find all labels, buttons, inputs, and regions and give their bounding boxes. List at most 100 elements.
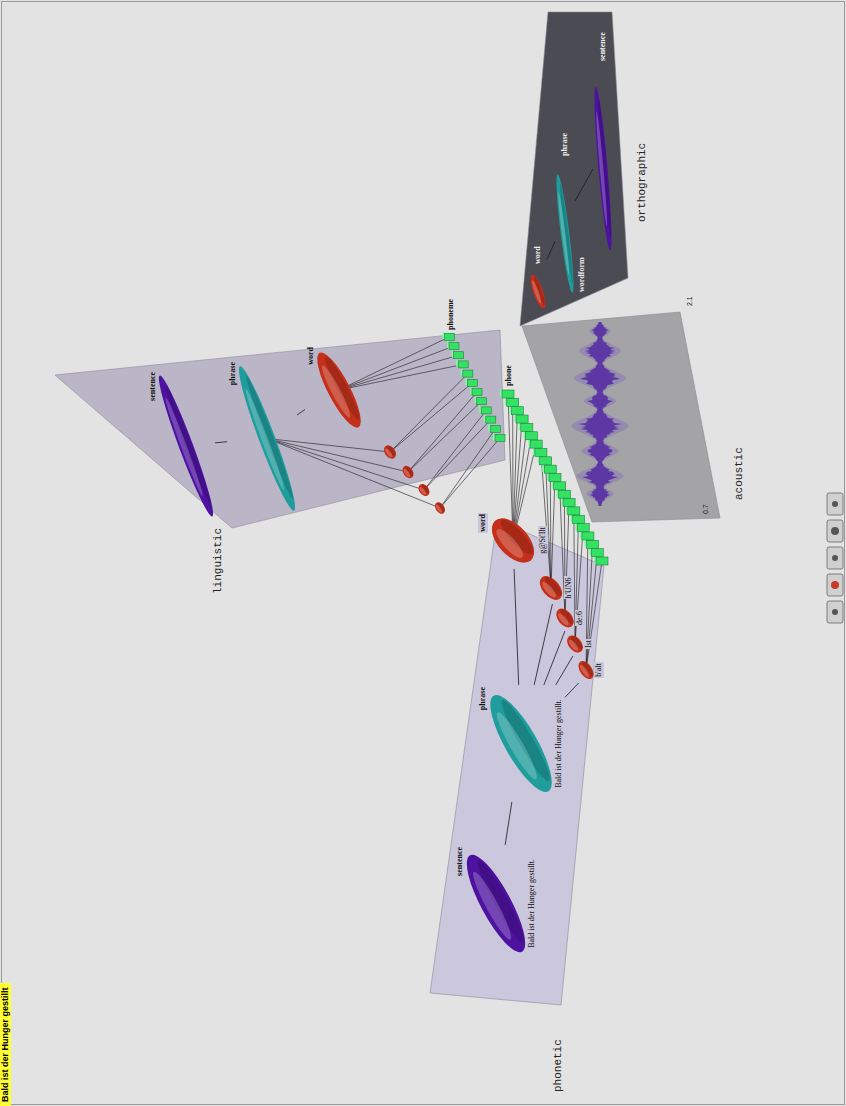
ellipse-shape: [433, 500, 447, 515]
phoneme-box: [449, 343, 459, 350]
word-phone-link: [575, 528, 583, 644]
level-heading: word: [306, 346, 316, 366]
level-heading: phrase: [560, 132, 570, 157]
word-phoneme-link: [424, 420, 491, 490]
ellipse-highlight: [531, 280, 543, 305]
ellipse-shape: [465, 848, 527, 959]
ellipse-holder: [566, 633, 584, 655]
phoneme-box: [472, 389, 482, 396]
level-label: phone: [503, 365, 515, 386]
ellipse-svg: [578, 658, 594, 682]
level-node: phrase: [228, 361, 296, 516]
phoneme-box: [467, 379, 477, 386]
node-text: b'alt: [594, 662, 604, 677]
waveform: [578, 322, 622, 506]
phone-box: [596, 557, 608, 565]
phone-box: [577, 524, 589, 532]
ellipse-svg: [238, 361, 296, 516]
ellipse-highlight: [579, 664, 591, 678]
ellipse-holder: [530, 269, 546, 314]
level-node: wordg@St'Ilt: [478, 513, 548, 568]
ellipse-group: [578, 658, 594, 681]
phone-box: [563, 499, 575, 507]
window-title: Bald ist der Hunger gestillt: [0, 983, 11, 1106]
word-ellipse: [400, 464, 416, 481]
ellipse-shadow: [322, 354, 362, 422]
level-heading: phrase: [228, 361, 238, 386]
ellipse-holder: [578, 658, 594, 682]
word-phone-link: [513, 411, 517, 541]
node-text: de:6: [575, 610, 585, 626]
level-heading: sentence: [455, 846, 465, 877]
word-phoneme-link: [339, 337, 449, 390]
word-phoneme-link: [408, 392, 477, 472]
node-text: Bald ist der Hunger gestillt.: [527, 858, 537, 949]
level-node: sentence: [148, 371, 214, 521]
phone-box: [521, 423, 533, 431]
node-text: Ist: [584, 639, 594, 649]
phone-box: [573, 515, 585, 523]
level-heading: phrase: [478, 686, 488, 711]
ellipse-group: [488, 513, 538, 568]
ellipse-svg: [158, 371, 214, 521]
word-phoneme-link: [390, 374, 468, 452]
plane-label: orthographic: [636, 143, 648, 222]
hierarchy-link: [534, 604, 552, 685]
word-ellipse: [382, 443, 399, 461]
ellipse-highlight: [469, 869, 516, 942]
phone-box: [540, 457, 552, 465]
phoneme-box: [481, 407, 491, 414]
phoneme-box: [490, 425, 500, 432]
ellipse-shape: [594, 86, 612, 250]
phone-box: [502, 390, 514, 398]
ellipse-group: [594, 86, 612, 250]
ellipse-svg: [555, 606, 575, 630]
phone-box: [558, 490, 570, 498]
phrase-word-link: [267, 439, 408, 473]
toolbar-button: [827, 547, 843, 569]
hierarchy-link: [565, 683, 579, 697]
ellipse-svg: [594, 66, 612, 271]
ellipse-shadow: [473, 857, 527, 945]
ellipse-shape: [566, 633, 584, 655]
toolbar-button: [827, 601, 843, 623]
ellipse-shape: [382, 443, 399, 461]
ellipse-svg: [488, 513, 538, 568]
toolbar-icon: [832, 501, 838, 507]
level-node: word: [530, 245, 546, 314]
level-node: h'UN6: [538, 573, 574, 603]
ellipse-holder: [158, 371, 214, 521]
ellipse-highlight: [567, 638, 580, 652]
ellipse-highlight: [493, 526, 527, 562]
ellipse-shadow: [163, 384, 214, 506]
ellipse-shape: [556, 174, 574, 294]
phone-box: [516, 415, 528, 423]
phone-box: [544, 465, 556, 473]
ellipse-shape: [530, 273, 546, 310]
ellipse-highlight: [556, 612, 570, 627]
toolbar-icon: [831, 581, 839, 589]
ellipse-holder: [555, 606, 575, 630]
level-node: sentence Bald ist der Hunger gestillt.: [455, 846, 537, 961]
axis-value: 2.1: [684, 296, 696, 306]
phone-box: [582, 532, 594, 540]
word-phone-link: [586, 536, 588, 670]
ellipse-svg: [556, 161, 574, 306]
ellipse-holder: [594, 66, 612, 271]
ellipse-svg: [530, 269, 546, 314]
ellipse-holder: [465, 846, 527, 961]
ellipse-holder: [488, 686, 554, 801]
axis-value: 0.7: [700, 504, 712, 514]
node-text: Bald ist der Hunger gestillt.: [554, 698, 564, 789]
toolbar-button: [827, 493, 843, 515]
phoneme-box: [454, 352, 464, 359]
ellipse-shadow: [558, 183, 574, 284]
ellipse-holder: [556, 161, 574, 306]
node-text: g@St'Ilt: [538, 526, 548, 555]
phone-box: [587, 540, 599, 548]
ellipse-shape: [578, 658, 594, 681]
phonetic-plane: [430, 520, 604, 1005]
level-heading: sentence: [598, 31, 608, 62]
